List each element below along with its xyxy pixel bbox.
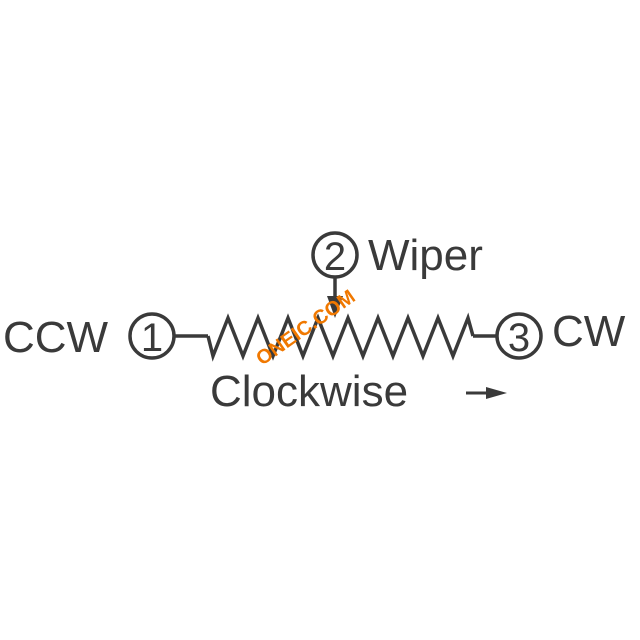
resistor-zigzag: [206, 312, 475, 362]
direction-arrow-icon: [466, 387, 507, 399]
ccw-label: CCW: [3, 313, 109, 362]
pin-2-number: 2: [324, 235, 346, 279]
wiper-arrowhead: [327, 296, 343, 318]
clockwise-label: Clockwise: [210, 367, 408, 416]
pin-1-number: 1: [141, 316, 163, 360]
pin-3-circle: [495, 312, 543, 360]
pin-3-number: 3: [508, 316, 530, 360]
wiper-label: Wiper: [368, 231, 483, 280]
cw-label: CW: [552, 307, 626, 356]
